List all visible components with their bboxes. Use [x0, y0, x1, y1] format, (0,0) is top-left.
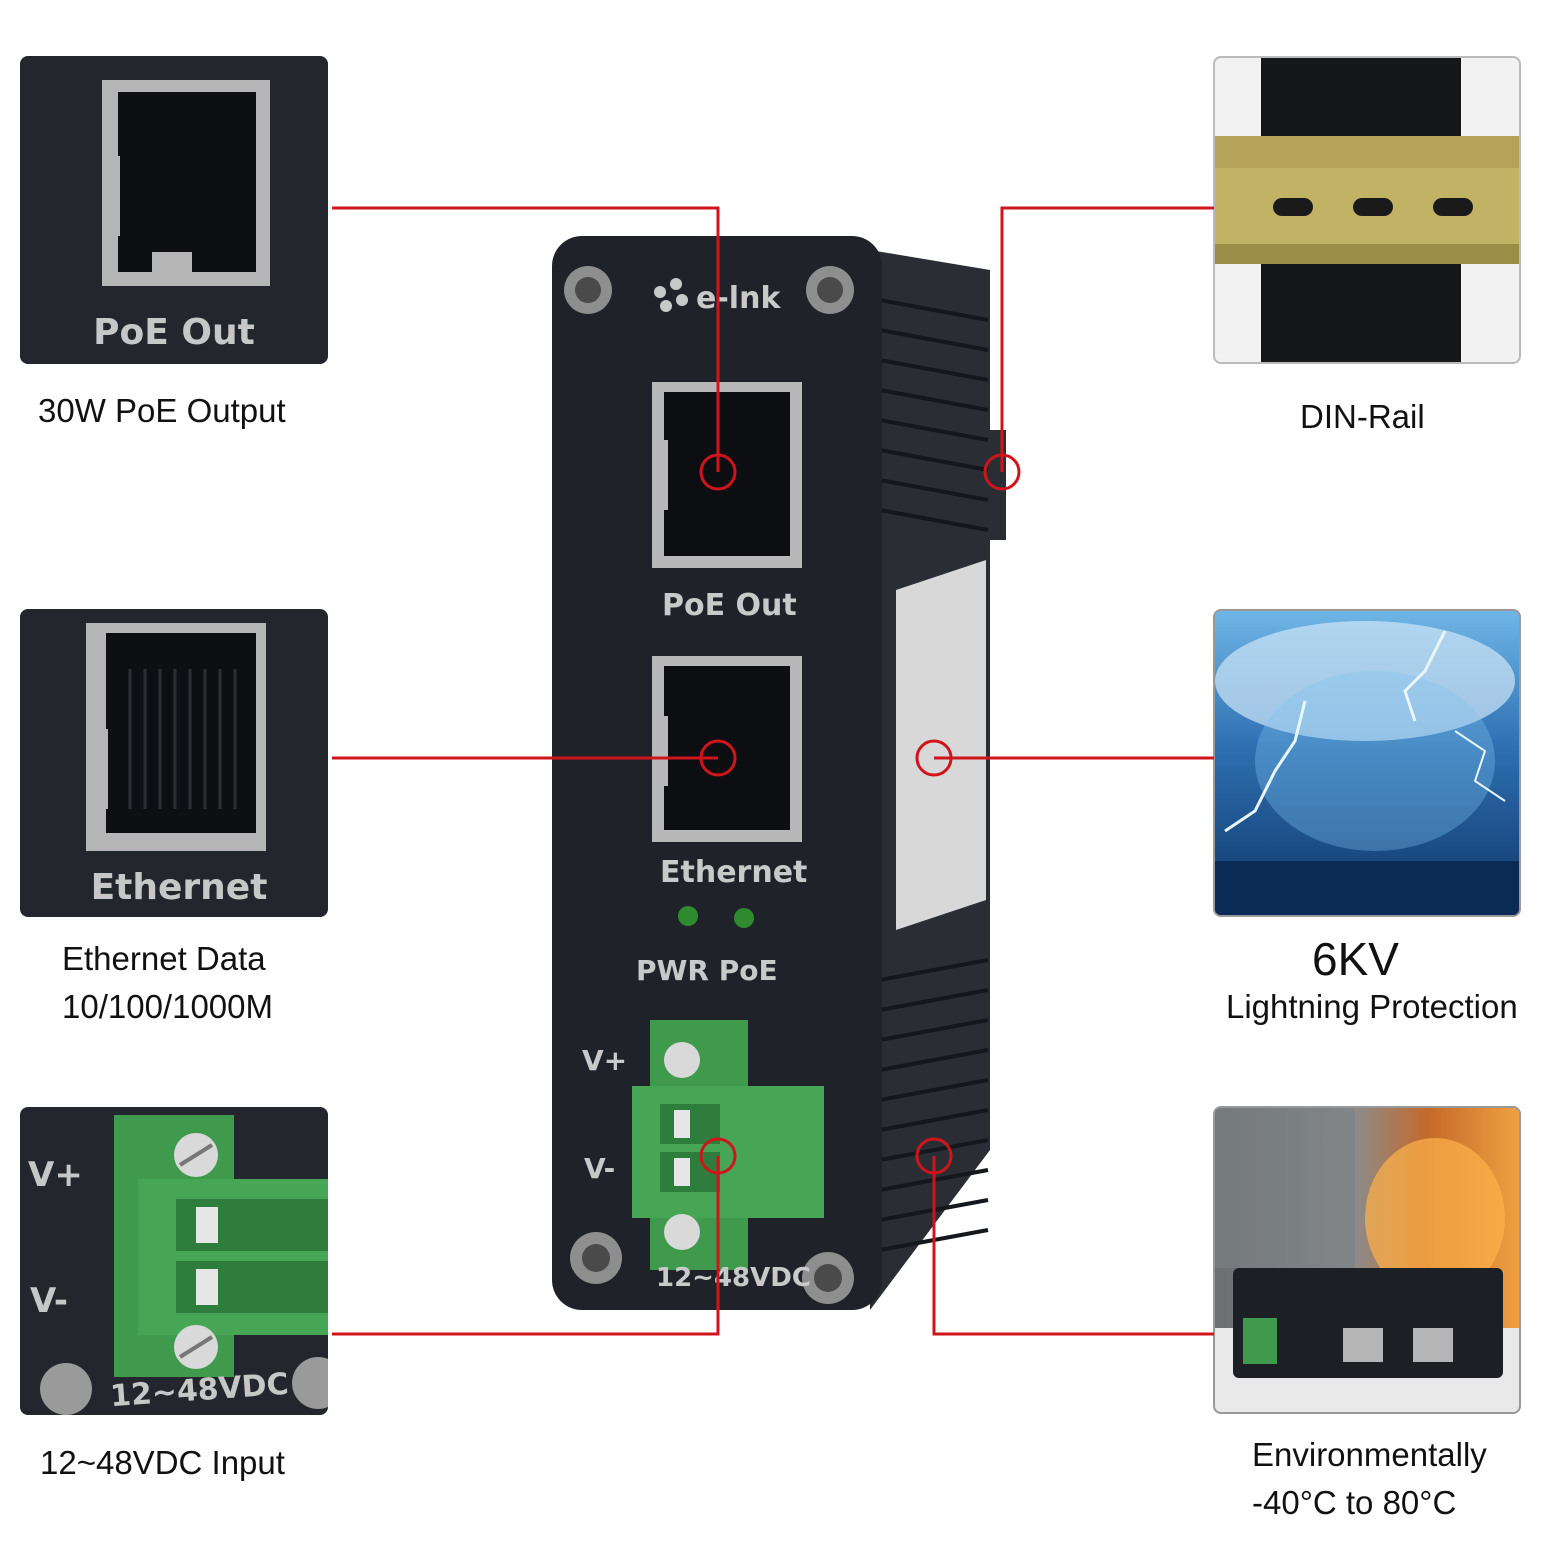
callout-target-circles — [699, 453, 1021, 1175]
lightning-caption-6kv: 6KV — [1312, 933, 1399, 985]
ethernet-inset-label: Ethernet — [90, 867, 268, 908]
din-rail-caption: DIN-Rail — [1300, 398, 1425, 435]
voltage-label: 12~48VDC — [656, 1263, 811, 1293]
harsh-environment-image — [1215, 1108, 1519, 1412]
lightning-caption-line2: Lightning Protection — [1226, 988, 1518, 1025]
dc-input-caption: 12~48VDC Input — [40, 1444, 285, 1481]
ethernet-port — [652, 656, 802, 842]
din-rail-image — [1215, 58, 1519, 362]
environment-caption-line2: -40°C to 80°C — [1252, 1484, 1457, 1521]
power-terminal-inset: V+ V- 12~48VDC — [20, 1107, 328, 1415]
inset-v-plus-label: V+ — [28, 1155, 83, 1195]
poe-out-inset-label: PoE Out — [93, 312, 255, 353]
spec-sticker — [896, 560, 986, 930]
pwr-led — [678, 906, 698, 926]
poe-out-label: PoE Out — [662, 588, 797, 623]
callout-lines — [332, 206, 1214, 1336]
poe-out-port — [652, 382, 802, 568]
power-terminal-block — [632, 1020, 824, 1270]
rj45-port-closeup — [102, 80, 270, 286]
poe-output-caption: 30W PoE Output — [38, 392, 286, 429]
poe-led — [734, 908, 754, 928]
screw-icons — [564, 266, 854, 1304]
ethernet-inset: Ethernet — [20, 609, 328, 917]
poe-out-inset: PoE Out — [20, 56, 328, 364]
din-rail-inset — [1213, 56, 1521, 364]
led-labels: PWR PoE — [636, 954, 778, 987]
environment-inset — [1213, 1106, 1521, 1414]
brand-name: e-lnk — [696, 281, 781, 316]
terminal-block-closeup — [40, 1115, 328, 1415]
ethernet-label: Ethernet — [660, 855, 807, 890]
ethernet-port-closeup — [86, 623, 266, 851]
lightning-storm-image — [1215, 621, 1519, 915]
brand-logo-icon — [654, 278, 688, 312]
v-plus-label: V+ — [582, 1044, 627, 1077]
ethernet-caption-line1: Ethernet Data — [62, 940, 266, 977]
lightning-inset — [1213, 609, 1521, 917]
v-minus-label: V- — [584, 1152, 615, 1185]
inset-v-minus-label: V- — [30, 1281, 68, 1321]
environment-caption-line1: Environmentally — [1252, 1436, 1487, 1473]
ethernet-caption-line2: 10/100/1000M — [62, 988, 274, 1025]
